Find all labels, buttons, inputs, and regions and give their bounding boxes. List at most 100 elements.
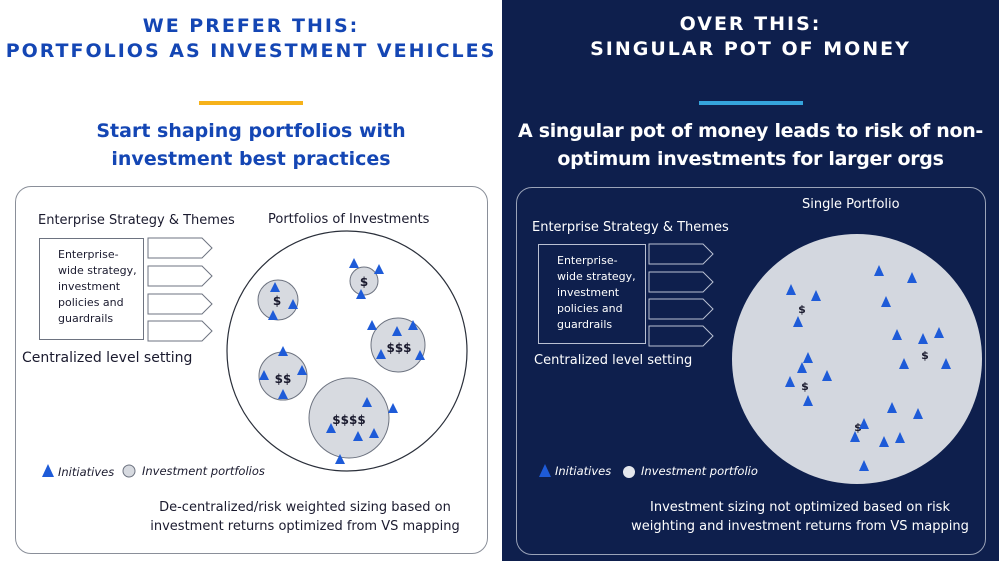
right-strategy-box: Enterprise- wide strategy, investment po… — [538, 244, 646, 344]
triangle-icon — [374, 264, 384, 274]
triangle-icon — [822, 370, 832, 381]
right-strategy-line: wide strategy, — [557, 270, 636, 283]
triangle-icon — [786, 284, 796, 295]
left-strategy-label: Enterprise Strategy & Themes — [38, 213, 235, 228]
triangle-icon — [881, 296, 891, 307]
arrow-shape-icon — [147, 265, 213, 287]
legend-portfolio: Investment portfolio — [641, 464, 758, 478]
triangle-icon — [362, 397, 372, 407]
triangle-icon — [895, 432, 905, 443]
right-strategy-line: guardrails — [557, 318, 613, 331]
triangle-icon — [388, 403, 398, 413]
triangle-icon — [356, 289, 366, 299]
right-strategy-arrows — [648, 243, 714, 347]
triangle-icon — [539, 464, 551, 477]
left-portfolios-label: Portfolios of Investments — [268, 212, 430, 227]
triangle-icon — [874, 265, 884, 276]
left-initiatives — [259, 258, 425, 464]
triangle-icon — [859, 460, 869, 471]
right-centralized-label: Centralized level setting — [534, 353, 693, 368]
triangle-icon — [803, 352, 813, 363]
single-portfolio-circle — [732, 234, 982, 484]
left-footer: De-centralized/risk weighted sizing base… — [140, 498, 470, 536]
triangle-icon — [785, 376, 795, 387]
dollar-label: $ — [798, 303, 806, 316]
triangle-icon — [899, 358, 909, 369]
triangle-icon — [918, 333, 928, 344]
triangle-icon — [887, 402, 897, 413]
portfolio-bubble-label: $$$ — [386, 341, 411, 355]
left-heading-line1: WE PREFER THIS: — [142, 15, 360, 37]
legend-portfolios: Investment portfolios — [142, 464, 265, 478]
left-heading-line2: PORTFOLIOS AS INVESTMENT VEHICLES — [5, 40, 497, 62]
right-portfolio-diagram: $ $ $ $ — [539, 234, 982, 484]
triangle-icon — [797, 362, 807, 373]
triangle-icon — [349, 258, 359, 268]
arrow-shape-icon — [648, 298, 714, 320]
right-panel: OVER THIS: SINGULAR POT OF MONEY A singu… — [502, 0, 999, 561]
triangle-icon — [803, 395, 813, 406]
arrow-shape-icon — [147, 320, 213, 342]
right-strategy-line: investment — [557, 286, 620, 299]
triangle-icon — [353, 431, 363, 441]
dollar-label: $ — [854, 421, 862, 434]
triangle-icon — [376, 349, 386, 359]
triangle-icon — [415, 350, 425, 360]
left-strategy-box: Enterprise- wide strategy, investment po… — [39, 238, 144, 340]
portfolio-bubble-label: $ — [273, 294, 281, 308]
triangle-icon — [270, 282, 280, 292]
right-strategy-line: Enterprise- — [557, 254, 618, 267]
triangle-icon — [326, 423, 336, 433]
triangle-icon — [369, 428, 379, 438]
triangle-icon — [288, 299, 298, 309]
right-diagram-box — [516, 187, 986, 555]
arrow-shape-icon — [147, 293, 213, 315]
left-strategy-line: Enterprise- — [58, 248, 119, 261]
triangle-icon — [811, 290, 821, 301]
right-heading-line2: SINGULAR POT OF MONEY — [590, 38, 911, 60]
triangle-icon — [907, 272, 917, 283]
triangle-icon — [392, 326, 402, 336]
left-strategy-line: wide strategy, — [58, 264, 137, 277]
triangle-icon — [297, 365, 307, 375]
portfolio-bubble-label: $$ — [275, 372, 292, 386]
left-strategy-line: investment — [58, 280, 121, 293]
left-panel: WE PREFER THIS: PORTFOLIOS AS INVESTMENT… — [5, 15, 497, 554]
right-subtitle-line1: A singular pot of money leads to risk of… — [517, 120, 984, 142]
triangle-icon — [408, 320, 418, 330]
left-footer-line1: De-centralized/risk weighted sizing base… — [159, 500, 451, 515]
right-heading-line1: OVER THIS: — [679, 13, 822, 35]
left-strategy-arrows — [147, 237, 213, 342]
triangle-icon — [278, 346, 288, 356]
left-footer-line2: investment returns optimized from VS map… — [150, 519, 460, 534]
triangle-icon — [42, 464, 54, 477]
right-strategy-line: policies and — [557, 302, 623, 315]
arrow-shape-icon — [648, 325, 714, 347]
left-subtitle-line2: investment best practices — [111, 148, 391, 170]
right-strategy-label: Enterprise Strategy & Themes — [532, 220, 729, 235]
right-footer-line1: Investment sizing not optimized based on… — [650, 500, 950, 515]
circle-icon — [122, 464, 136, 478]
dollar-label: $ — [801, 380, 809, 393]
legend-initiatives: Initiatives — [58, 465, 115, 479]
triangle-icon — [259, 370, 269, 380]
right-initiatives — [785, 265, 951, 471]
right-footer: Investment sizing not optimized based on… — [620, 498, 980, 536]
left-strategy-line: guardrails — [58, 312, 114, 325]
triangle-icon — [934, 327, 944, 338]
arrow-shape-icon — [648, 271, 714, 293]
right-subtitle: A singular pot of money leads to risk of… — [502, 117, 999, 173]
portfolio-bubble-label: $ — [360, 275, 368, 289]
triangle-icon — [268, 310, 278, 320]
left-diagram-box — [15, 186, 488, 554]
triangle-icon — [850, 431, 860, 442]
left-portfolio-diagram: $ $ $$$ $$ $$$$ — [42, 230, 468, 478]
triangle-icon — [941, 358, 951, 369]
dollar-label: $ — [921, 349, 929, 362]
left-centralized-label: Centralized level setting — [22, 350, 193, 366]
triangle-icon — [278, 389, 288, 399]
triangle-icon — [913, 408, 923, 419]
triangle-icon — [367, 320, 377, 330]
right-footer-line2: weighting and investment returns from VS… — [631, 519, 969, 534]
